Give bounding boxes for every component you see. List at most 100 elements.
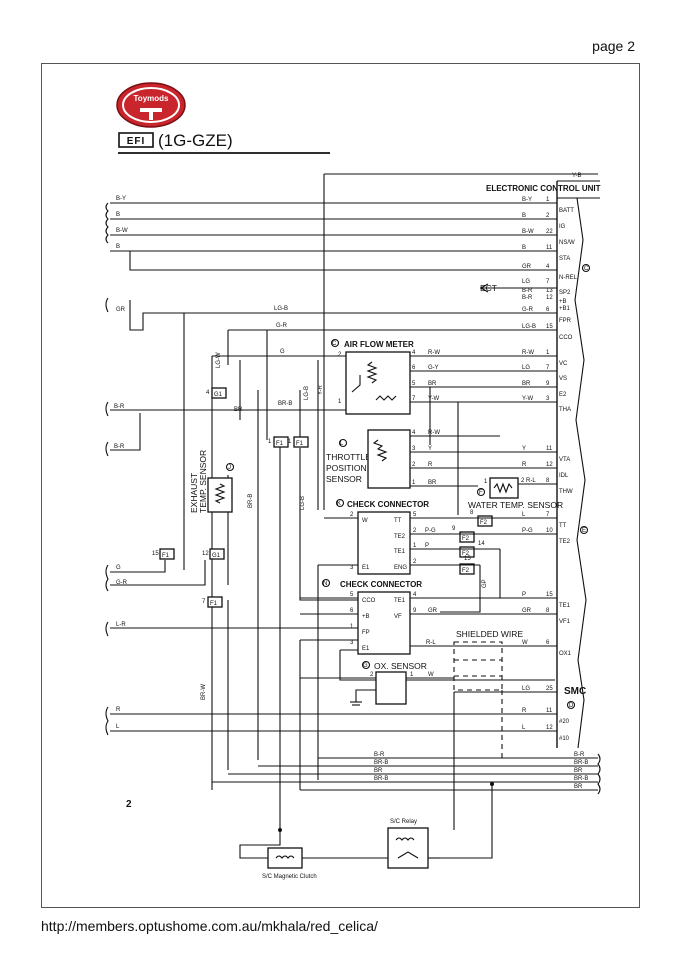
- tps-pin-wire: BR: [428, 480, 437, 486]
- afm-title: AIR FLOW METER: [344, 340, 414, 349]
- afm-pin-wire: R-W: [428, 350, 440, 356]
- smc-title: SMC: [564, 686, 586, 697]
- ecu-title: ELECTRONIC CONTROL UNIT: [486, 184, 601, 193]
- cc2-left-0: CCO: [362, 598, 376, 604]
- fuse-num: 15: [464, 556, 471, 562]
- ecu-pin-wire: LG-B: [522, 324, 536, 330]
- ecu-pin-term: +B: [559, 299, 567, 305]
- ecu-pin-num: 12: [546, 295, 553, 301]
- cc1-right-pin: 2: [413, 559, 417, 565]
- ecu-pin-term: #10: [559, 736, 570, 742]
- ecu-pin-wire: LG: [522, 279, 530, 285]
- bus-wire-label: BR: [574, 768, 583, 774]
- ecu-pin-num: 15: [546, 324, 553, 330]
- bus-wire-label: BR-B: [374, 776, 388, 782]
- ecu-pin-term: TE2: [559, 539, 571, 545]
- ecu-pin-term: E2: [559, 392, 567, 398]
- relay-title: S/C Relay: [390, 819, 417, 825]
- ecu-pin-num: 4: [546, 264, 550, 270]
- wts-wire: R-L: [526, 478, 536, 484]
- afm-pin-num: 4: [412, 350, 416, 356]
- ecu-pin-wire: Y-W: [522, 396, 533, 402]
- ecu-pin-term: IG: [559, 224, 566, 230]
- ox-sensor: G OX. SENSOR 2 1 W: [300, 660, 454, 706]
- shielded-label: SHIELDED WIRE: [456, 629, 523, 639]
- ecu-top-wire: Y-B: [572, 173, 581, 179]
- ox-title: OX. SENSOR: [374, 661, 427, 671]
- ecu-pin-wire: B: [522, 245, 526, 251]
- ecu-pin-wire: LG: [522, 365, 530, 371]
- fuse-num: 14: [478, 541, 485, 547]
- ecu-pin-wire: B-Y: [522, 197, 532, 203]
- ecu-pin-wire: B-R: [522, 295, 533, 301]
- fuse-num: 8: [470, 510, 474, 516]
- cc1-right-1: TE2: [394, 534, 406, 540]
- ecu-block: ELECTRONIC CONTROL UNIT Y-B C E: [323, 173, 601, 749]
- ecu-pin-num: 6: [546, 307, 550, 313]
- fuse-num: 4: [206, 390, 210, 396]
- left-wire-label: B-W: [116, 228, 128, 234]
- ecu-pin-term: STA: [559, 256, 570, 262]
- ecu-pin-term: VC: [559, 361, 568, 367]
- ecu-pin-wire: P: [522, 592, 526, 598]
- toymods-logo: Toymods EFI (1G-GZE): [116, 82, 330, 154]
- mid-wire-label: G-R: [276, 323, 288, 329]
- cc2-left-pin: 5: [350, 592, 354, 598]
- left-wire-label: B-Y: [116, 196, 126, 202]
- exhaust-temp-sensor: J EXHAUST TEMP. SENSOR: [189, 450, 235, 513]
- cc1-right-pin: 2: [413, 528, 417, 534]
- fuse-num: 15: [152, 551, 159, 557]
- left-wire-label: R: [116, 707, 121, 713]
- ecu-pin-num: 15: [546, 592, 553, 598]
- logo-brand: Toymods: [134, 94, 170, 103]
- ecu-pin-term: #20: [559, 719, 570, 725]
- cc1-left-pin: 2: [350, 512, 354, 518]
- fuse-num: 7: [202, 599, 206, 605]
- cc2-title: CHECK CONNECTOR: [340, 580, 422, 589]
- water-temp-sensor: F WATER TEMP. SENSOR R-L 2 1: [468, 477, 563, 510]
- mid-wire-label: BR-W: [201, 684, 207, 700]
- mid-wire-label: BR: [234, 407, 243, 413]
- ecu-pin-term: OX1: [559, 651, 572, 657]
- cc1-title: CHECK CONNECTOR: [347, 500, 429, 509]
- fuse-label: F1: [276, 441, 284, 447]
- cc1-right-0: TT: [394, 518, 402, 524]
- tps-pin-num: 3: [412, 446, 416, 452]
- afm-pin-wire: BR: [428, 381, 437, 387]
- cc2-right-pin: 9: [413, 608, 417, 614]
- mid-wire-label: LG-B: [274, 306, 288, 312]
- cc1-right-3: ENG: [394, 565, 407, 571]
- ecu-pin-term: SP2: [559, 290, 571, 296]
- bus-wire-label: BR-B: [374, 760, 388, 766]
- ecu-pin-num: 11: [546, 708, 553, 714]
- check-connector-1: K CHECK CONNECTOR W E1 TT TE2 TE1 ENG 52…: [324, 498, 557, 613]
- ecu-pin-wire: B: [522, 213, 526, 219]
- mid-wire-label: BR-B: [248, 494, 254, 508]
- mid-wire-label: G: [280, 349, 285, 355]
- fuse-label: F1: [162, 553, 170, 559]
- tps-pin-wire: R: [428, 462, 433, 468]
- cc1-right-pin: 5: [413, 512, 417, 518]
- cc1-left-1: E1: [362, 565, 370, 571]
- cc2-right-pin: 4: [413, 592, 417, 598]
- mid-wire-label: P: [425, 543, 429, 549]
- ecu-pin-wire: GR: [522, 608, 532, 614]
- fuse-label: F1: [296, 441, 304, 447]
- mid-wire-label: R-L: [426, 640, 436, 646]
- cc2-left-1: +B: [362, 614, 370, 620]
- afm-pin-wire: Y-W: [428, 396, 439, 402]
- cc1-left-0: W: [362, 518, 368, 524]
- ecu-pin-term: VTA: [559, 457, 570, 463]
- bus-wire-label: BR-B: [574, 776, 588, 782]
- ecu-pin-wire: GR: [522, 264, 532, 270]
- tps-line2: POSITION: [326, 463, 367, 473]
- ecu-pin-term: VS: [559, 376, 567, 382]
- ecu-pin-num: 8: [546, 608, 550, 614]
- ecu-pin-wire: G-R: [522, 307, 534, 313]
- cc2-left-3: E1: [362, 646, 370, 652]
- sc-magnetic-clutch: S/C Magnetic Clutch: [262, 847, 317, 880]
- left-wire-label: L: [116, 724, 120, 730]
